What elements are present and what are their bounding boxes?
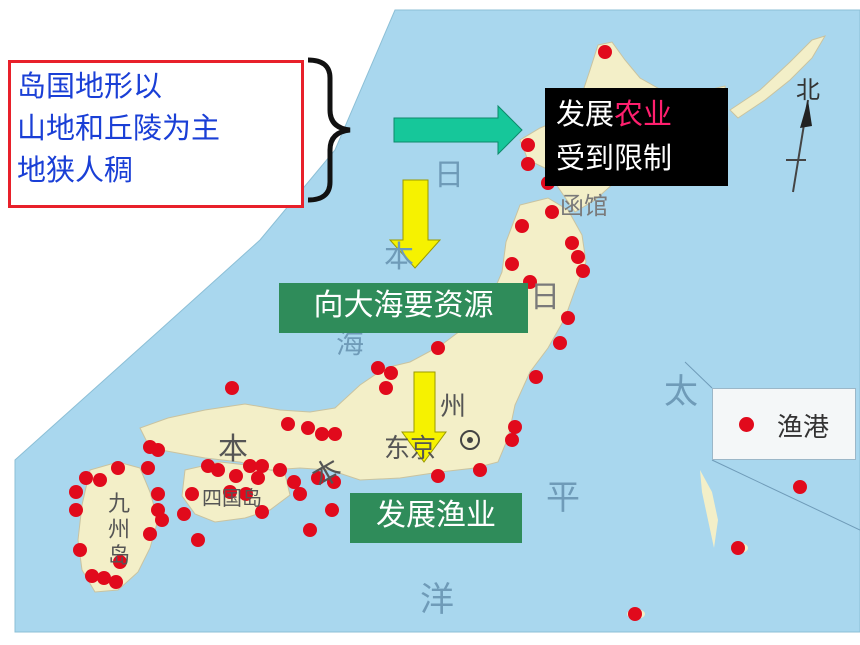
fishing-ports	[69, 45, 807, 621]
features-line-2: 山地和丘陵为主	[17, 111, 221, 145]
agriculture-highlight: 农业	[614, 97, 673, 131]
honshu-label-3: 州	[440, 392, 467, 422]
agriculture-limited-box: 发展农业 受到限制	[545, 88, 728, 186]
features-line-3: 地狭人稠	[17, 153, 134, 187]
tokyo-label: 东京	[384, 434, 437, 464]
hakodate-label: 函馆	[560, 192, 608, 220]
sea-of-japan-label-1: 日	[434, 158, 464, 193]
kyushu-label-2: 州	[108, 518, 131, 543]
kyushu-label-3: 岛	[108, 544, 131, 569]
sea-of-japan-label-2: 本	[384, 240, 414, 275]
legend-label: 渔港	[777, 413, 830, 443]
fishing-port-legend-dot	[739, 417, 754, 432]
pacific-label-3: 洋	[420, 580, 454, 620]
agriculture-line-1: 发展农业	[556, 92, 728, 136]
arrow-to-fishery	[401, 371, 447, 463]
geography-features-box: 岛国地形以 山地和丘陵为主 地狭人稠	[8, 60, 304, 208]
tokyo-capital-symbol	[460, 430, 480, 450]
sea-boundary-line	[684, 361, 860, 531]
honshu-label-1: 本	[218, 432, 248, 467]
fishery-box: 发展渔业	[350, 493, 522, 543]
kyushu-label-1: 九	[108, 492, 131, 517]
agriculture-prefix: 发展	[556, 97, 615, 131]
agriculture-line-2: 受到限制	[556, 141, 673, 175]
honshu-island	[139, 197, 587, 481]
pacific-label-2: 平	[546, 478, 580, 518]
features-line-1: 岛国地形以	[17, 69, 163, 103]
map-legend: 渔港	[712, 388, 856, 460]
izu-islands	[700, 470, 718, 548]
north-arrow	[786, 99, 812, 193]
arrow-to-agriculture	[393, 104, 523, 156]
curly-brace	[307, 57, 351, 203]
kyushu-island	[77, 461, 159, 593]
arrow-to-sea-resources	[388, 179, 442, 269]
hokkaido-partial-label: 日	[530, 280, 560, 315]
pacific-label-1: 太	[664, 372, 698, 412]
shikoku-label: 四国岛	[202, 486, 262, 510]
north-label: 北	[796, 76, 820, 104]
kuril-islands	[729, 35, 827, 119]
sea-resources-box: 向大海要资源	[279, 283, 528, 333]
